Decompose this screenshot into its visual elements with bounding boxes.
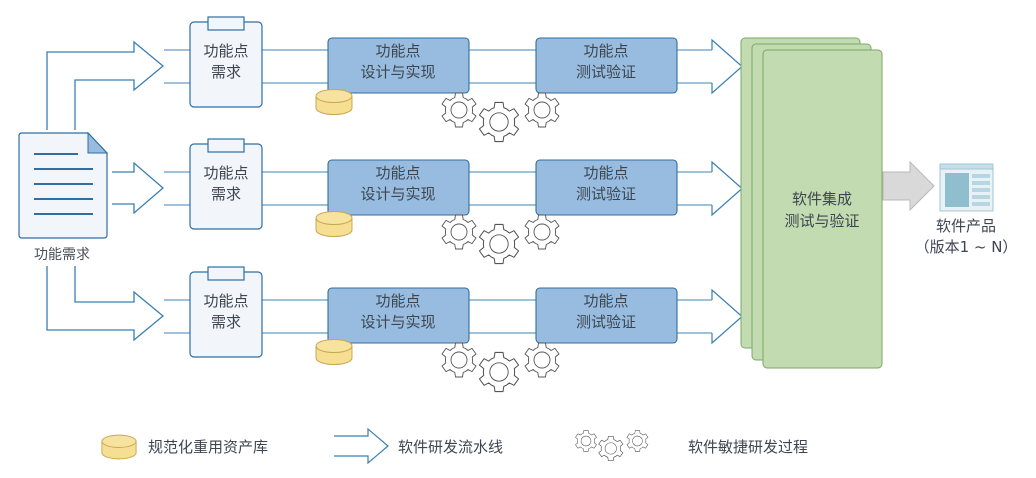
test-label-line2: 测试验证	[576, 313, 636, 331]
design-label-line1: 功能点	[375, 292, 420, 310]
design-label-line2: 设计与实现	[360, 185, 435, 203]
legend-item-asset-library: 规范化重用资产库	[101, 434, 268, 460]
product-arrow	[882, 160, 935, 212]
hollow-arrow-icon	[334, 427, 389, 465]
integration-label-line1: 软件集成	[792, 190, 852, 208]
legend-item-pipeline: 软件研发流水线	[334, 427, 503, 465]
integration-label-line2: 测试与验证	[784, 212, 859, 230]
feed-arrow-middle	[112, 161, 164, 215]
gears-icon	[442, 343, 559, 392]
database-icon	[101, 434, 137, 460]
legend-label-pipeline: 软件研发流水线	[398, 438, 503, 456]
gears-icon	[442, 215, 559, 264]
clipboard-clip-icon	[207, 266, 245, 281]
database-icon	[315, 211, 353, 237]
document-icon	[18, 131, 109, 239]
product-label-line1: 软件产品	[936, 217, 996, 235]
database-icon	[315, 339, 353, 365]
design-label-line2: 设计与实现	[360, 313, 435, 331]
integration-card-front	[762, 49, 883, 369]
software-product-icon	[939, 163, 994, 212]
document-label: 功能需求	[34, 247, 90, 263]
design-label-line2: 设计与实现	[360, 63, 435, 81]
test-label-line1: 功能点	[583, 42, 628, 60]
design-label-line1: 功能点	[375, 42, 420, 60]
requirement-label-line1: 功能点	[203, 42, 248, 60]
gears-icon	[575, 430, 648, 460]
clipboard-clip-icon	[207, 16, 245, 31]
product-label-line2: （版本1 ~ N）	[915, 238, 1018, 256]
legend-item-agile: 软件敏捷研发过程	[575, 430, 808, 460]
database-icon	[315, 89, 353, 115]
legend-label-asset-library: 规范化重用资产库	[148, 438, 268, 456]
clipboard-clip-icon	[207, 138, 245, 153]
requirement-label-line2: 需求	[211, 185, 241, 203]
feed-arrow-top	[46, 40, 165, 130]
requirement-label-line2: 需求	[211, 63, 241, 81]
test-label-line2: 测试验证	[576, 63, 636, 81]
requirement-label-line2: 需求	[211, 313, 241, 331]
pipeline-arrowhead	[711, 38, 743, 95]
gears-icon	[442, 93, 559, 142]
requirements-document: 功能需求	[18, 131, 109, 263]
test-label-line2: 测试验证	[576, 185, 636, 203]
test-label-line1: 功能点	[583, 292, 628, 310]
design-label-line1: 功能点	[375, 164, 420, 182]
pipelines: 功能点需求功能点设计与实现功能点测试验证功能点需求功能点设计与实现功能点测试验证…	[164, 16, 743, 392]
legend-label-agile: 软件敏捷研发过程	[688, 438, 808, 456]
pipeline-arrowhead	[711, 160, 743, 217]
feed-arrow-bottom	[46, 266, 165, 342]
requirement-label-line1: 功能点	[203, 292, 248, 310]
integration-stack: 软件集成 测试与验证	[740, 37, 883, 369]
pipeline-arrowhead	[711, 288, 743, 345]
legend: 规范化重用资产库 软件研发流水线 软件敏捷研发过程	[101, 427, 808, 465]
test-label-line1: 功能点	[583, 164, 628, 182]
requirement-label-line1: 功能点	[203, 164, 248, 182]
